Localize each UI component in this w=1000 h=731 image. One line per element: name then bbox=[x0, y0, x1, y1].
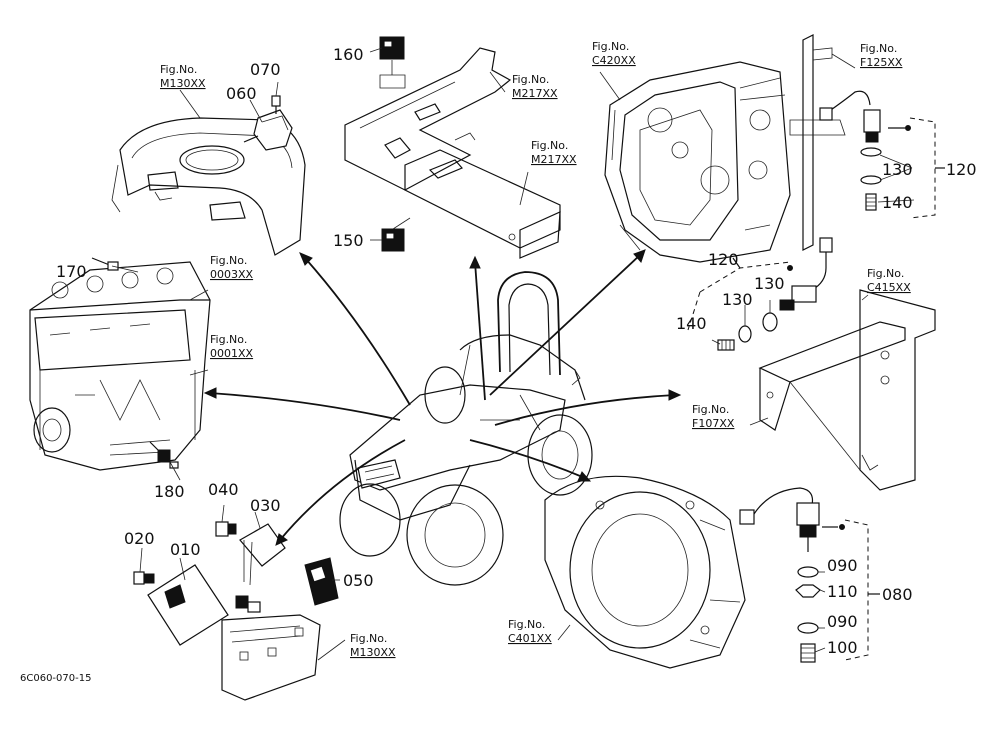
tractor-drawing bbox=[339, 271, 593, 586]
fig-ref-c415-label: Fig.No.C415XX bbox=[867, 267, 911, 294]
part-label-130-middle-right: 130 bbox=[754, 274, 785, 293]
part-label-010: 010 bbox=[170, 540, 201, 559]
part-label-140-upper: 140 bbox=[882, 193, 913, 212]
part-label-160: 160 bbox=[333, 45, 364, 64]
fig-ref-0003-label: Fig.No.0003XX bbox=[210, 254, 254, 281]
part-label-140-middle: 140 bbox=[676, 314, 707, 333]
transmission-case-drawing bbox=[604, 61, 791, 263]
bracket-m130-bottom-drawing bbox=[221, 614, 321, 701]
fig-ref-0001-label: Fig.No.0001XX bbox=[210, 333, 254, 360]
fig-ref-c420: Fig.No.C420XX bbox=[592, 40, 636, 67]
part-label-040: 040 bbox=[208, 480, 239, 499]
hood-drawing bbox=[111, 117, 306, 256]
part-label-070: 070 bbox=[250, 60, 281, 79]
fig-ref-m130-top: Fig.No.M130XX bbox=[160, 63, 206, 90]
fig-ref-c401: Fig.No.C401XX bbox=[508, 618, 552, 645]
figure-code: 6C060-070-15 bbox=[20, 673, 91, 684]
fig-ref-c401-label: Fig.No.C401XX bbox=[508, 618, 552, 645]
part-label-090-lower: 090 bbox=[827, 612, 858, 631]
fig-ref-m217-lower-label: Fig.No.M217XX bbox=[531, 139, 577, 166]
sensor-080-drawing bbox=[739, 487, 880, 663]
reference-arrows bbox=[203, 249, 682, 546]
part-label-020: 020 bbox=[124, 529, 155, 548]
relay-160-drawing bbox=[379, 36, 406, 89]
fig-ref-f107: Fig.No.F107XX bbox=[692, 403, 735, 430]
part-label-030: 030 bbox=[250, 496, 281, 515]
fig-ref-m130-bottom-label: Fig.No.M130XX bbox=[350, 632, 396, 659]
fig-ref-c420-label: Fig.No.C420XX bbox=[592, 40, 636, 67]
pipe-sensor-upper-drawing bbox=[789, 34, 945, 251]
part-label-090-upper: 090 bbox=[827, 556, 858, 575]
sensor-040-drawing bbox=[215, 521, 237, 537]
relay-150-drawing bbox=[381, 217, 411, 252]
bulb-020-drawing bbox=[133, 571, 155, 585]
part-label-150: 150 bbox=[333, 231, 364, 250]
relay-050-drawing bbox=[304, 557, 339, 606]
fig-ref-m217-upper-label: Fig.No.M217XX bbox=[512, 73, 558, 100]
switch-060-drawing bbox=[243, 109, 293, 151]
part-label-130-middle-left: 130 bbox=[722, 290, 753, 309]
part-label-110: 110 bbox=[827, 582, 858, 601]
unit-030-drawing bbox=[235, 523, 286, 613]
meter-010-drawing bbox=[147, 564, 229, 646]
fig-ref-f107-label: Fig.No.F107XX bbox=[692, 403, 735, 430]
fig-ref-f125-label: Fig.No.F125XX bbox=[860, 42, 903, 69]
pipe-sensor-middle-drawing bbox=[687, 237, 833, 351]
fig-ref-m130-bottom: Fig.No.M130XX bbox=[350, 632, 396, 659]
fig-ref-f125: Fig.No.F125XX bbox=[860, 42, 903, 69]
engine-block-drawing bbox=[29, 261, 211, 471]
part-label-180: 180 bbox=[154, 482, 185, 501]
leader-lines bbox=[111, 47, 915, 661]
part-label-060: 060 bbox=[226, 84, 257, 103]
part-label-120-middle: 120 bbox=[708, 250, 739, 269]
fig-ref-0003: Fig.No.0003XX bbox=[210, 254, 254, 281]
fig-ref-m130-top-label: Fig.No.M130XX bbox=[160, 63, 206, 90]
part-label-170: 170 bbox=[56, 262, 87, 281]
fig-ref-c415: Fig.No.C415XX bbox=[867, 267, 911, 294]
part-label-100: 100 bbox=[827, 638, 858, 657]
part-label-050: 050 bbox=[343, 571, 374, 590]
fig-ref-m217-lower: Fig.No.M217XX bbox=[531, 139, 577, 166]
clutch-housing-drawing bbox=[544, 475, 746, 669]
frame-c415-drawing bbox=[758, 289, 936, 491]
fig-ref-0001: Fig.No.0001XX bbox=[210, 333, 254, 360]
part-label-120-upper: 120 bbox=[946, 160, 977, 179]
bracket-m217-drawing bbox=[344, 47, 561, 259]
fig-ref-m217-upper: Fig.No.M217XX bbox=[512, 73, 558, 100]
sensor-180-drawing bbox=[149, 441, 179, 469]
part-label-080: 080 bbox=[882, 585, 913, 604]
part-label-130-upper: 130 bbox=[882, 160, 913, 179]
